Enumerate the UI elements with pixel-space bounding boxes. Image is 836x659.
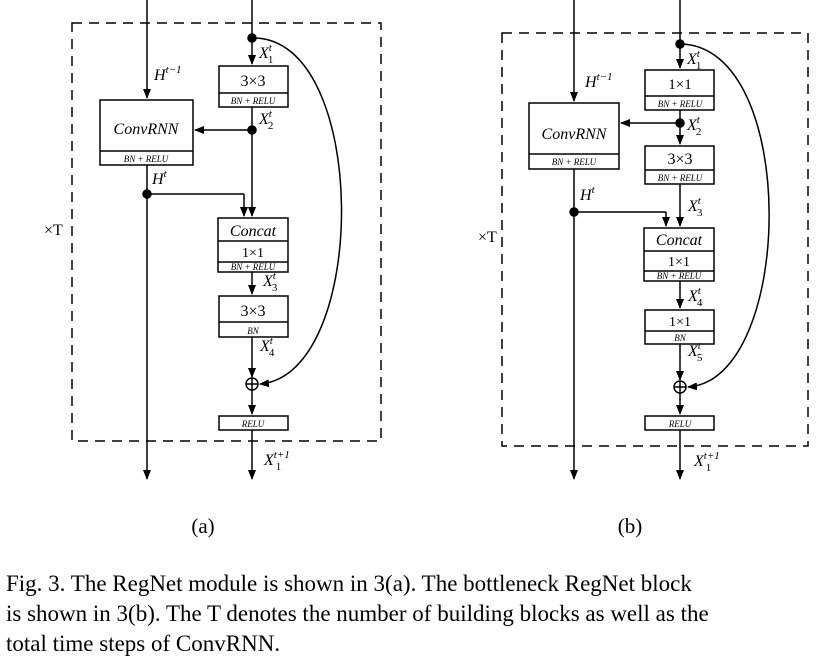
block1-title-b: 1×1 <box>668 77 691 93</box>
caption-line-3: total time steps of ConvRNN. <box>6 631 281 656</box>
repeat-label-b: ×T <box>478 229 497 246</box>
caption-line-2: is shown in 3(b). The T denotes the numb… <box>6 601 709 626</box>
repeat-region-b <box>501 32 809 447</box>
convrnn-sub-b: BN + RELU <box>552 157 597 167</box>
block2-title-a: Concat <box>230 223 277 240</box>
diagram-a <box>71 0 382 480</box>
convrnn-title-b: ConvRNN <box>542 126 608 143</box>
h-out-label-a: Ht <box>151 168 168 188</box>
panel-label-b: (b) <box>618 514 643 538</box>
convrnn-sub-a: BN + RELU <box>124 154 169 164</box>
block4-sub-b: BN <box>674 333 686 343</box>
block3-sub-a: BN <box>247 326 259 336</box>
figure-caption: Fig. 3. The RegNet module is shown in 3(… <box>6 569 836 659</box>
diagram-b <box>501 0 809 480</box>
block2-sub-a: BN + RELU <box>231 262 276 272</box>
block3-mid-b: 1×1 <box>668 255 690 270</box>
block3-title-a: 3×3 <box>240 303 265 320</box>
conv3x3-bn-block-a <box>218 295 289 338</box>
block2-mid-a: 1×1 <box>242 246 264 261</box>
panel-label-a: (a) <box>191 514 214 538</box>
block3-title-b: Concat <box>656 232 703 249</box>
repeat-region-a <box>71 22 382 442</box>
conv3x3-block-a <box>218 65 289 108</box>
regnet-diagram: ×T Ht−1 Ht ConvRNN BN + RELU 3×3 BN + RE… <box>44 0 809 538</box>
block2-title-b: 3×3 <box>667 151 692 168</box>
block1-title-a: 3×3 <box>240 73 265 90</box>
block1-sub-a: BN + RELU <box>231 96 276 106</box>
labels-b: ×T Ht−1 Ht ConvRNN BN + RELU 1×1 BN + RE… <box>478 48 720 538</box>
convrnn-title-a: ConvRNN <box>114 121 180 138</box>
block1-sub-b: BN + RELU <box>658 99 703 109</box>
block4-title-a: RELU <box>241 419 265 429</box>
repeat-label-a: ×T <box>44 222 63 239</box>
relu-block-a <box>218 415 289 431</box>
block5-title-b: RELU <box>668 419 692 429</box>
labels-a: ×T Ht−1 Ht ConvRNN BN + RELU 3×3 BN + RE… <box>44 42 290 538</box>
h-prev-label-b: Ht−1 <box>584 71 613 91</box>
h-prev-label-a: Ht−1 <box>153 64 182 84</box>
block4-title-b: 1×1 <box>669 315 691 330</box>
caption-line-1: Fig. 3. The RegNet module is shown in 3(… <box>6 571 692 596</box>
concat-block-a <box>217 217 289 273</box>
concat-block-b <box>643 227 715 282</box>
block3-sub-b: BN + RELU <box>657 271 702 281</box>
h-out-label-b: Ht <box>579 184 596 204</box>
block2-sub-b: BN + RELU <box>658 173 703 183</box>
